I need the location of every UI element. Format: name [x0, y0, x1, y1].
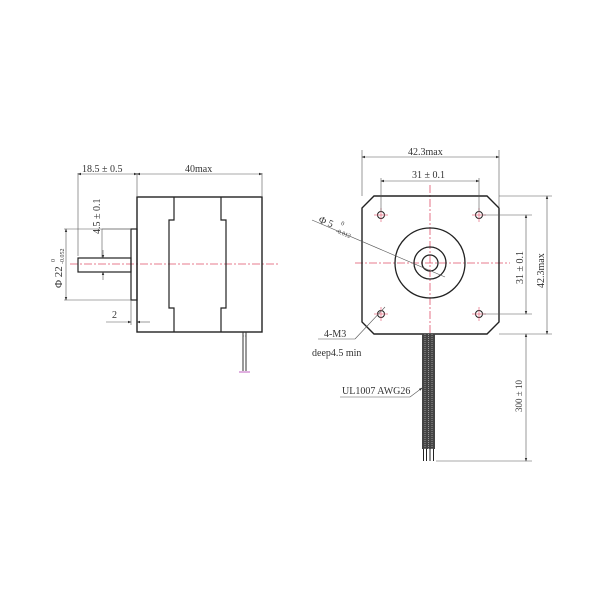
- shaft-outer-circle: [413, 246, 447, 280]
- dim-boss-height: 2: [112, 310, 117, 321]
- dim-flat-depth: 4.5 ± 0.1: [92, 199, 103, 235]
- boss-circle: [394, 227, 466, 299]
- dim-cable-length: 300 ± 10: [514, 380, 524, 412]
- svg-text:Φ 22: Φ 22: [53, 266, 65, 288]
- motor-body: [136, 196, 263, 333]
- shaft-leader-line: [311, 219, 446, 278]
- dim-hole-spacing-h: 31 ± 0.1: [412, 170, 445, 181]
- dim-shaft-diameter: Φ 5 0 -0.012: [317, 215, 352, 240]
- svg-text:Φ 5: Φ 5: [317, 215, 335, 231]
- front-face: [361, 195, 500, 335]
- hole-leader-line: [354, 306, 386, 340]
- svg-text:0: 0: [340, 221, 345, 228]
- cable-bundle: [422, 334, 435, 461]
- shaft: [77, 257, 132, 273]
- stator-right-edge: [220, 197, 227, 332]
- label-mount-holes: 4-M3: [324, 329, 346, 340]
- dim-shaft-length: 18.5 ± 0.5: [82, 164, 123, 175]
- stator-left-edge: [168, 197, 175, 332]
- shaft-circle: [421, 254, 439, 272]
- side-view: 18.5 ± 0.5 40max 4.5 ± 0.1 Φ 22 0 -0.052…: [51, 164, 278, 373]
- mount-hole: [374, 307, 388, 321]
- side-cable: [239, 332, 250, 373]
- dim-overall-width: 42.3max: [408, 147, 443, 158]
- svg-text:-0.012: -0.012: [335, 229, 352, 240]
- dim-boss-diameter: Φ 22 0 -0.052: [51, 249, 66, 289]
- dim-body-length: 40max: [185, 164, 212, 175]
- label-hole-depth: deep4.5 min: [312, 348, 361, 359]
- dim-overall-height: 42.3max: [536, 253, 547, 288]
- boss: [130, 228, 138, 301]
- label-cable-spec: UL1007 AWG26: [342, 386, 410, 397]
- svg-text:0: 0: [51, 259, 57, 262]
- front-view: 42.3max 31 ± 0.1 31 ± 0.1 42.3max Φ 5 0 …: [311, 147, 552, 462]
- svg-text:-0.052: -0.052: [60, 249, 66, 265]
- dim-hole-spacing-v: 31 ± 0.1: [515, 251, 526, 284]
